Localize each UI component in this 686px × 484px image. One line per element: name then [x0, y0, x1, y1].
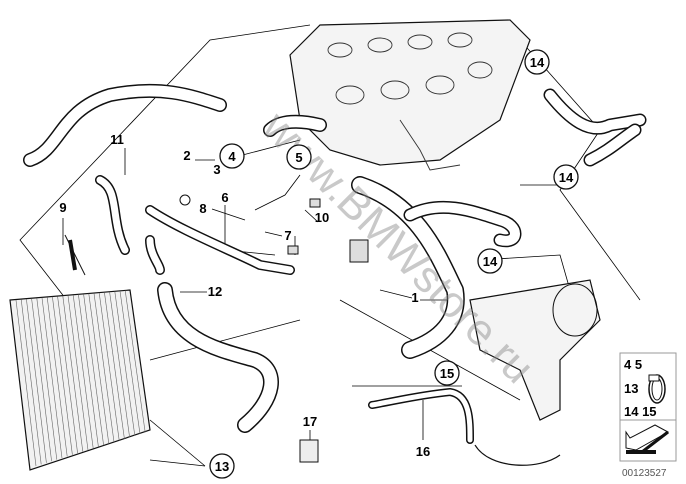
radiator-fin — [62, 295, 84, 452]
legend-row1: 4 5 — [624, 357, 642, 372]
part-label-15: 15 — [440, 366, 454, 381]
label-circle — [553, 164, 579, 190]
part-label-8: 8 — [199, 201, 206, 216]
radiator-fin — [88, 293, 110, 444]
part-label-14: 14 — [559, 170, 574, 185]
part-label-1: 1 — [411, 290, 418, 305]
cylinder-head — [289, 19, 531, 171]
part-label-5: 5 — [295, 150, 302, 165]
radiator-fin — [98, 292, 120, 441]
radiator-fin — [93, 293, 115, 443]
part-label-6: 6 — [221, 190, 228, 205]
radiator-fin — [20, 299, 42, 465]
radiator-fin — [52, 296, 73, 455]
legend-row3: 14 15 — [624, 404, 657, 419]
radiator-fin — [109, 291, 130, 438]
part-label-2: 2 — [183, 148, 190, 163]
part-label-3: 3 — [213, 162, 220, 177]
radiator-fin — [46, 297, 68, 457]
legend-row2: 13 — [624, 381, 638, 396]
hose-clamp-icon — [648, 374, 666, 404]
part-label-17: 17 — [303, 414, 317, 429]
label-circle — [477, 248, 503, 274]
part-label-16: 16 — [416, 444, 430, 459]
label-circle — [286, 144, 312, 170]
part-label-11: 11 — [110, 132, 124, 147]
part-label-12: 12 — [208, 284, 222, 299]
label-circle — [434, 360, 460, 386]
radiator-fin — [41, 297, 63, 459]
radiator-fin — [104, 292, 125, 439]
radiator-fin — [57, 296, 78, 454]
part-label-9: 9 — [59, 200, 66, 215]
radiator-fin — [26, 299, 47, 463]
radiator-fin — [119, 290, 141, 435]
radiator-fin — [67, 295, 89, 451]
radiator-fin — [31, 298, 52, 462]
radiator-fin — [78, 294, 99, 447]
radiator-fin — [83, 294, 104, 446]
radiator-fin — [36, 298, 58, 460]
part-label-14: 14 — [530, 55, 545, 70]
part-label-14: 14 — [483, 254, 498, 269]
radiator-fin — [114, 291, 136, 436]
label-circle — [209, 453, 235, 479]
radiator-fin — [15, 299, 37, 467]
label-circle — [524, 49, 550, 75]
hoses — [23, 83, 647, 466]
part-label-4: 4 — [228, 149, 236, 164]
radiator-fin — [72, 295, 94, 449]
part-label-13: 13 — [215, 459, 229, 474]
thermostat-housing — [469, 279, 601, 421]
legend-box: 4 5 13 14 15 00123527 — [619, 352, 677, 479]
direction-arrow-icon — [625, 424, 670, 454]
leader-lines — [19, 24, 641, 467]
part-label-10: 10 — [315, 210, 329, 225]
label-circle — [219, 143, 245, 169]
radiator — [9, 289, 151, 471]
radiator-fin — [124, 290, 146, 433]
part-label-7: 7 — [284, 228, 291, 243]
reference-number: 00123527 — [622, 468, 667, 479]
small-parts — [64, 194, 369, 463]
